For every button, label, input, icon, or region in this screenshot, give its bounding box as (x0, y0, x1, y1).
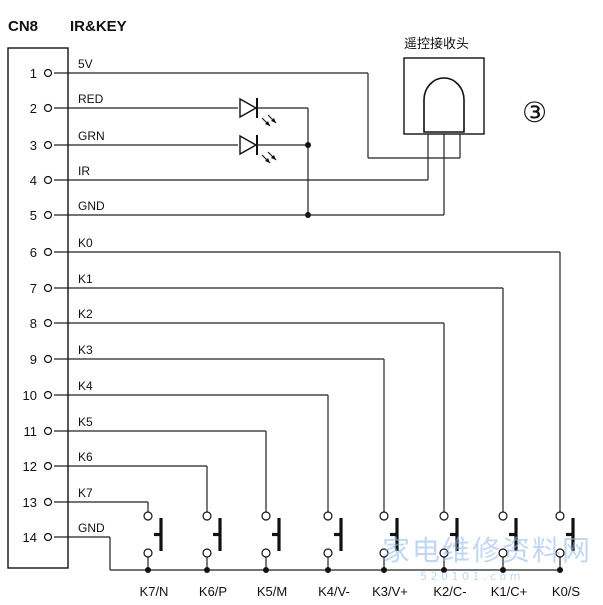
watermark-text: 家电维修资料网 (382, 534, 592, 567)
pin-rows: 15V2RED3GRN4IR5GND6K07K18K29K310K411K512… (23, 57, 110, 545)
junction-dot (557, 567, 563, 573)
pin-terminal (43, 210, 53, 220)
signal-label: GND (78, 521, 105, 535)
signal-label: GND (78, 199, 105, 213)
pin-number: 8 (30, 316, 37, 331)
signal-label: K5 (78, 415, 93, 429)
switch-contact (498, 511, 508, 521)
switch-contact (439, 511, 449, 521)
pin-terminal (43, 497, 53, 507)
pin-number: 7 (30, 281, 37, 296)
signal-label: RED (78, 92, 104, 106)
switch-contact (143, 511, 153, 521)
signal-label: K2 (78, 307, 93, 321)
pin-terminal (43, 318, 53, 328)
junction-dot (204, 567, 210, 573)
switch-contact (143, 548, 153, 558)
junction-dot (325, 567, 331, 573)
key-label: K5/M (257, 584, 287, 599)
key-routes (109, 251, 561, 571)
pin-terminal (43, 140, 53, 150)
pin-number: 13 (23, 495, 37, 510)
signal-label: 5V (78, 57, 93, 71)
signal-label: IR (78, 164, 90, 178)
led-red (110, 97, 308, 127)
signal-label: K0 (78, 236, 93, 250)
pin-terminal (43, 390, 53, 400)
junction-dot (305, 142, 311, 148)
switch-contact (323, 511, 333, 521)
switch-contact (323, 548, 333, 558)
junction-dot (263, 567, 269, 573)
signal-label: K1 (78, 272, 93, 286)
pin-number: 9 (30, 352, 37, 367)
pin-number: 14 (23, 530, 37, 545)
switch-contact (555, 511, 565, 521)
key-label: K2/C- (433, 584, 466, 599)
pin-terminal (43, 247, 53, 257)
key-switches (143, 511, 575, 573)
key-label: K1/C+ (491, 584, 528, 599)
switch-contact (202, 548, 212, 558)
pin-terminal (43, 532, 53, 542)
pin-terminal (43, 426, 53, 436)
pin-number: 11 (24, 424, 38, 439)
key-label: K6/P (199, 584, 227, 599)
pin-terminal (43, 175, 53, 185)
pin-terminal (43, 68, 53, 78)
key-labels: K7/N K6/P K5/M K4/V- K3/V+ K2/C- K1/C+ K0/S (140, 584, 581, 599)
switch-contact (261, 548, 271, 558)
signal-label: K4 (78, 379, 93, 393)
junction-dot (441, 567, 447, 573)
pin-terminal (43, 103, 53, 113)
pin-number: 2 (30, 101, 37, 116)
connector-title: IR&KEY (70, 18, 127, 35)
junction-dot (500, 567, 506, 573)
pin-number: 10 (23, 388, 37, 403)
receiver-label: 遥控接收头 (404, 36, 469, 51)
pin-number: 4 (30, 173, 37, 188)
pin-terminal (43, 461, 53, 471)
connector-name: CN8 (8, 18, 38, 35)
pin-terminal (43, 354, 53, 364)
key-label: K3/V+ (372, 584, 408, 599)
switch-contact (261, 511, 271, 521)
signal-label: K3 (78, 343, 93, 357)
signal-label: K6 (78, 450, 93, 464)
pin-number: 12 (23, 459, 37, 474)
switch-contact (379, 511, 389, 521)
signal-label: GRN (78, 129, 105, 143)
key-label: K4/V- (318, 584, 350, 599)
junction-dot (381, 567, 387, 573)
junction-dot (145, 567, 151, 573)
key-label: K7/N (140, 584, 169, 599)
circled-marker: ③ (522, 97, 547, 128)
ir-receiver: 遥控接收头 (110, 36, 485, 216)
pin-number: 5 (30, 208, 37, 223)
watermark-url: 5 2 0 1 0 1 . c o m (420, 570, 520, 583)
key-label: K0/S (552, 584, 581, 599)
switch-contact (202, 511, 212, 521)
pin-number: 3 (30, 138, 37, 153)
pin-number: 1 (30, 66, 37, 81)
pin-terminal (43, 283, 53, 293)
connector-body (7, 47, 69, 569)
pin-number: 6 (30, 245, 37, 260)
led-green (110, 134, 308, 164)
signal-label: K7 (78, 486, 93, 500)
